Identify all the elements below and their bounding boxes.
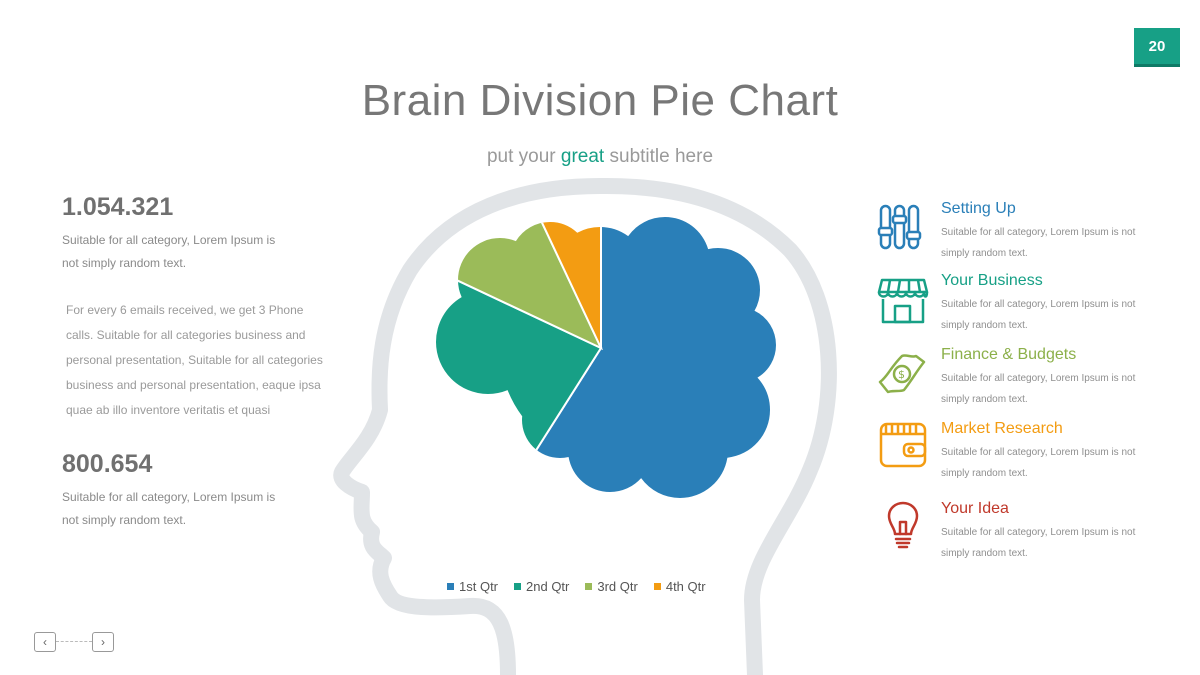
left-paragraph: For every 6 emails received, we get 3 Ph…	[66, 298, 346, 423]
feature-title: Setting Up	[941, 200, 1016, 217]
paragraph-line: business and personal presentation, eaqu…	[66, 378, 321, 392]
page-subtitle: put your great subtitle here	[0, 146, 1200, 168]
nav-connector	[56, 641, 92, 642]
feature-description-line: Suitable for all category, Lorem Ipsum i…	[941, 227, 1136, 238]
paragraph-line: For every 6 emails received, we get 3 Ph…	[66, 303, 304, 317]
paragraph-line: personal presentation, Suitable for all …	[66, 353, 323, 367]
feature-description-line: Suitable for all category, Lorem Ipsum i…	[941, 373, 1136, 384]
feature-description-line: Suitable for all category, Lorem Ipsum i…	[941, 299, 1136, 310]
legend-label: 4th Qtr	[665, 579, 706, 594]
stat-description-line: Suitable for all category, Lorem Ipsum i…	[62, 233, 276, 247]
feature-market-research: Market Research Suitable for all categor…	[876, 420, 1176, 488]
feature-title: Your Business	[941, 272, 1043, 289]
pie-slice-4	[497, 217, 602, 349]
lightbulb-icon	[887, 501, 919, 549]
feature-description-line: simply random text.	[941, 468, 1028, 479]
feature-description-line: simply random text.	[941, 248, 1028, 259]
legend-swatch	[585, 583, 593, 590]
feature-your-business: Your Business Suitable for all category,…	[876, 272, 1176, 340]
prev-slide-button[interactable]: ‹	[34, 632, 56, 652]
legend-swatch	[447, 583, 454, 590]
sliders-icon	[877, 204, 922, 250]
stat-description-2: Suitable for all category, Lorem Ipsum i…	[62, 486, 302, 532]
storefront-icon	[877, 278, 929, 324]
legend-item: 4th Qtr	[653, 579, 706, 594]
legend-label: 3rd Qtr	[597, 579, 638, 594]
legend-item: 3rd Qtr	[585, 579, 638, 594]
feature-title: Your Idea	[941, 500, 1009, 517]
feature-description-line: simply random text.	[941, 320, 1028, 331]
page-title: Brain Division Pie Chart	[361, 76, 839, 125]
next-slide-button[interactable]: ›	[92, 632, 114, 652]
feature-description-line: simply random text.	[941, 394, 1028, 405]
stat-number-2: 800.654	[62, 450, 153, 478]
stat-description-line: not simply random text.	[62, 513, 187, 527]
feature-title: Finance & Budgets	[941, 346, 1077, 363]
svg-text:$: $	[898, 368, 905, 381]
stat-description-1: Suitable for all category, Lorem Ipsum i…	[62, 229, 302, 275]
money-bill-icon: $	[878, 354, 926, 394]
subtitle-suffix: subtitle here	[604, 146, 714, 167]
legend-item: 1st Qtr	[447, 579, 498, 594]
feature-finance-budgets: $ Finance & Budgets Suitable for all cat…	[876, 346, 1176, 414]
feature-setting-up: Setting Up Suitable for all category, Lo…	[876, 200, 1176, 268]
feature-title: Market Research	[941, 420, 1063, 437]
pie-slice-3	[436, 217, 604, 351]
feature-description-line: simply random text.	[941, 548, 1028, 559]
legend-label: 2nd Qtr	[526, 579, 570, 594]
stat-description-line: Suitable for all category, Lorem Ipsum i…	[62, 490, 276, 504]
feature-description: Suitable for all category, Lorem Ipsum i…	[941, 442, 1156, 484]
page-number-badge: 20	[1134, 28, 1180, 64]
feature-description-line: Suitable for all category, Lorem Ipsum i…	[941, 527, 1136, 538]
subtitle-prefix: put your	[486, 146, 561, 167]
paragraph-line: quae ab illo inventore veritatis et quas…	[66, 403, 271, 417]
feature-description: Suitable for all category, Lorem Ipsum i…	[941, 368, 1156, 410]
chart-legend: 1st Qtr 2nd Qtr 3rd Qtr 4th Qtr	[447, 579, 706, 594]
subtitle-highlight: great	[560, 146, 605, 167]
wallet-icon	[879, 422, 927, 468]
feature-description: Suitable for all category, Lorem Ipsum i…	[941, 294, 1156, 336]
legend-swatch	[514, 583, 522, 590]
stat-number-1: 1.054.321	[62, 193, 174, 221]
feature-description-line: Suitable for all category, Lorem Ipsum i…	[941, 447, 1136, 458]
legend-label: 1st Qtr	[459, 579, 499, 594]
feature-your-idea: Your Idea Suitable for all category, Lor…	[876, 500, 1176, 568]
paragraph-line: calls. Suitable for all categories busin…	[66, 328, 306, 342]
legend-item: 2nd Qtr	[514, 579, 569, 594]
legend-swatch	[653, 583, 661, 590]
feature-description: Suitable for all category, Lorem Ipsum i…	[941, 222, 1156, 264]
stat-description-line: not simply random text.	[62, 256, 187, 270]
feature-description: Suitable for all category, Lorem Ipsum i…	[941, 522, 1156, 564]
